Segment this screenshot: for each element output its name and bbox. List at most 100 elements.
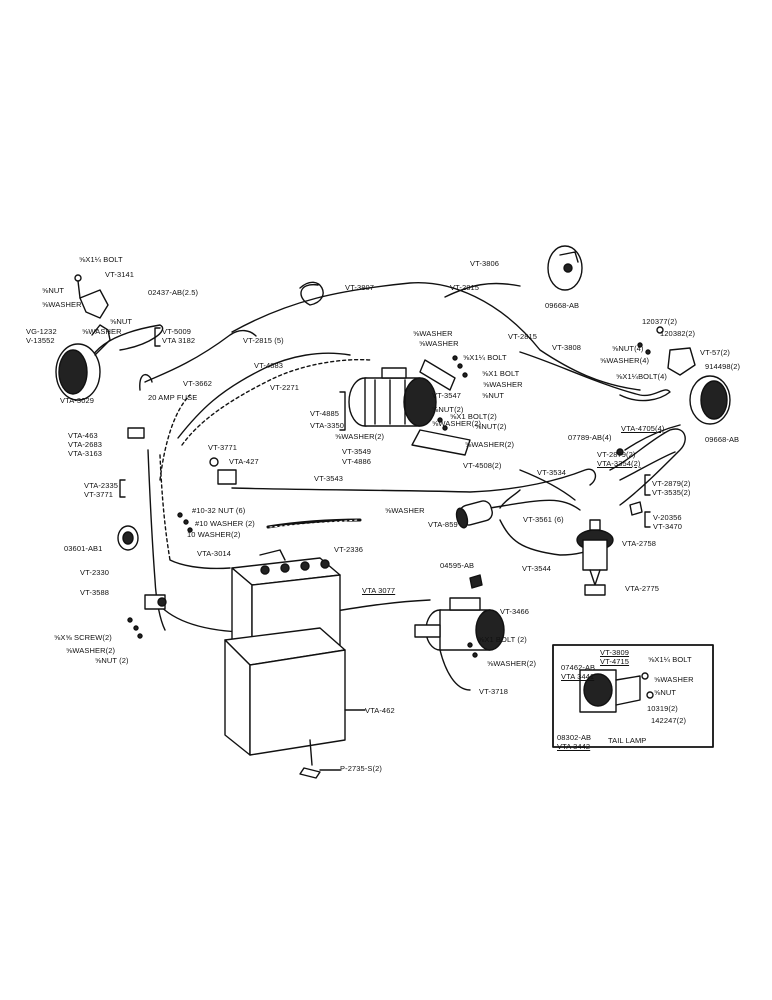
label-vt-2330: VT-2330 [80,568,110,577]
label-washer-4: ⅝WASHER(4) [600,356,650,365]
label-120377: 120377(2) [642,317,678,326]
label-vta-3350: VTA-3350 [310,421,345,430]
coil [455,500,493,529]
label-bolt-top-left: ⅝X1¼ BOLT [79,255,123,264]
label-vt-2815-5: VT-2815 (5) [243,336,284,345]
wire-left-drop-2 [159,454,171,561]
tail-lamp [579,669,654,713]
wire-vt-3806 [299,281,324,306]
lamp-top-center [563,263,573,273]
label-washer-2e: ⅝WASHER(2) [487,659,537,668]
battery-box [224,627,346,756]
label-vta-462: VTA-462 [365,706,395,715]
label-washer-tail: ⅝WASHER [654,675,694,684]
label-vt-57: VT-57(2) [700,348,730,357]
label-07462-ab: 07462-AB [561,663,596,672]
wire-harness-dashed [181,358,371,446]
label-vta-3354: VTA-3354(2) [597,459,641,468]
label-vt-3549: VT-3549 [342,447,372,456]
label-vt-3561: VT-3561 (6) [523,515,564,524]
wire-vt-3662 [144,329,257,383]
label-10319: 10319(2) [647,704,678,713]
label-washer-2c: ⅝WASHER(2) [465,440,515,449]
bracket-vt-3547 [419,359,456,391]
label-nut-2: ⅝NUT(2) [432,405,464,414]
label-vt-3470: VT-3470 [653,522,683,531]
wire-vt-3561 [489,499,581,511]
bolt-right [656,326,664,334]
label-nut-top-left-2: ⅝NUT [110,317,133,326]
label-vta-3077: VTA 3077 [362,586,396,595]
label-09668-ab-top: 09668-AB [545,301,580,310]
label-bolt-a: ⅝X1¼ BOLT [463,353,507,362]
bolt-left-shank [77,280,81,299]
bracket-vt-4508 [411,429,471,456]
label-120382: 120382(2) [660,329,696,338]
wire-vt-3534 [519,469,576,501]
label-washer-b: ⅝WASHER [419,339,459,348]
label-nut-6: #10-32 NUT (6) [192,506,246,515]
label-03601-ab: 03601-AB1 [64,544,103,553]
wire-vt-3808 [519,351,671,402]
label-vt-5009: VT-5009 [162,327,192,336]
label-v-20356: V-20356 [653,513,682,522]
bracket-vta-2335 [119,479,126,498]
label-washer-top-left: ⅝WASHER [42,300,82,309]
label-vt-4886: VT-4886 [342,457,372,466]
headlamp-right-lens [700,380,728,420]
label-nut-2c: ⅝NUT (2) [95,656,129,665]
label-bolt-2: ⅝X1 BOLT(2) [450,412,497,421]
label-washer-2a: ⅝WASHER(2) [432,419,482,428]
label-nut-2b: ⅝NUT(2) [475,422,507,431]
label-washer-top-left-2: ⅝WASHER [82,327,122,336]
label-vta-3014: VTA-3014 [197,549,232,558]
label-washer-10: #10 WASHER (2) [195,519,255,528]
label-bolt-4: ⅝X1¼BOLT(4) [616,372,667,381]
label-washer-a: ⅝WASHER [413,329,453,338]
wire-to-coil [499,489,521,509]
switch-vta-427-knob [209,457,219,467]
bracket-right [667,347,696,376]
distributor [576,519,614,586]
label-vta-3441: VTA 3441 [561,672,595,681]
label-vg-1232: VG-1232 [26,327,57,336]
wire-vt-2879 [609,428,686,506]
fuse-holder [127,427,145,439]
label-vta-3182: VTA 3182 [162,336,196,345]
label-vt-3771-b: VT-3771 [84,490,114,499]
wire-vt-3535 [619,451,676,481]
label-nut-tail: ⅝NUT [654,688,677,697]
label-vta-4705: VTA-4705(4) [621,424,665,433]
label-vt-2815-b: VT-2815 [508,332,538,341]
label-nut-4: ⅝NUT(4) [612,344,644,353]
wire-headlamp-loop [89,324,164,361]
label-09668-ab-right: 09668-AB [705,435,740,444]
label-bolt-tail: ⅝X1¼ BOLT [648,655,692,664]
label-vt-3771: VT-3771 [208,443,238,452]
label-142247: 142247(2) [651,716,687,725]
label-vt-2271: VT-2271 [270,383,300,392]
wire-vta-4705 [624,424,681,451]
label-bolt-b: ⅝X1 BOLT [482,369,520,378]
label-washer-c: ⅝WASHER [483,380,523,389]
label-vt-2879-a: VT-2879(2) [597,450,636,459]
label-washer-2d: ⅝WASHER(2) [66,646,116,655]
label-vta-3442: VTA 3442 [557,742,591,751]
label-vta-2775: VTA-2775 [625,584,660,593]
label-nut-a: ⅝NUT [482,391,505,400]
label-vta-2758: VTA-2758 [622,539,657,548]
label-vt-3466: VT-3466 [500,607,530,616]
label-vt-4885: VT-4885 [310,409,340,418]
wire-vta-3014 [169,559,231,570]
label-vt-4715: VT-4715 [600,657,630,666]
generator [348,367,437,427]
wire-ground-strap-dash [269,519,359,528]
label-washer-10b: 10 WASHER(2) [187,530,241,539]
label-vt-3141: VT-3141 [105,270,135,279]
bracket-vt-2879 [644,474,651,496]
label-vt-3547: VT-3547 [432,391,462,400]
wire-vt-3718 [439,649,471,691]
